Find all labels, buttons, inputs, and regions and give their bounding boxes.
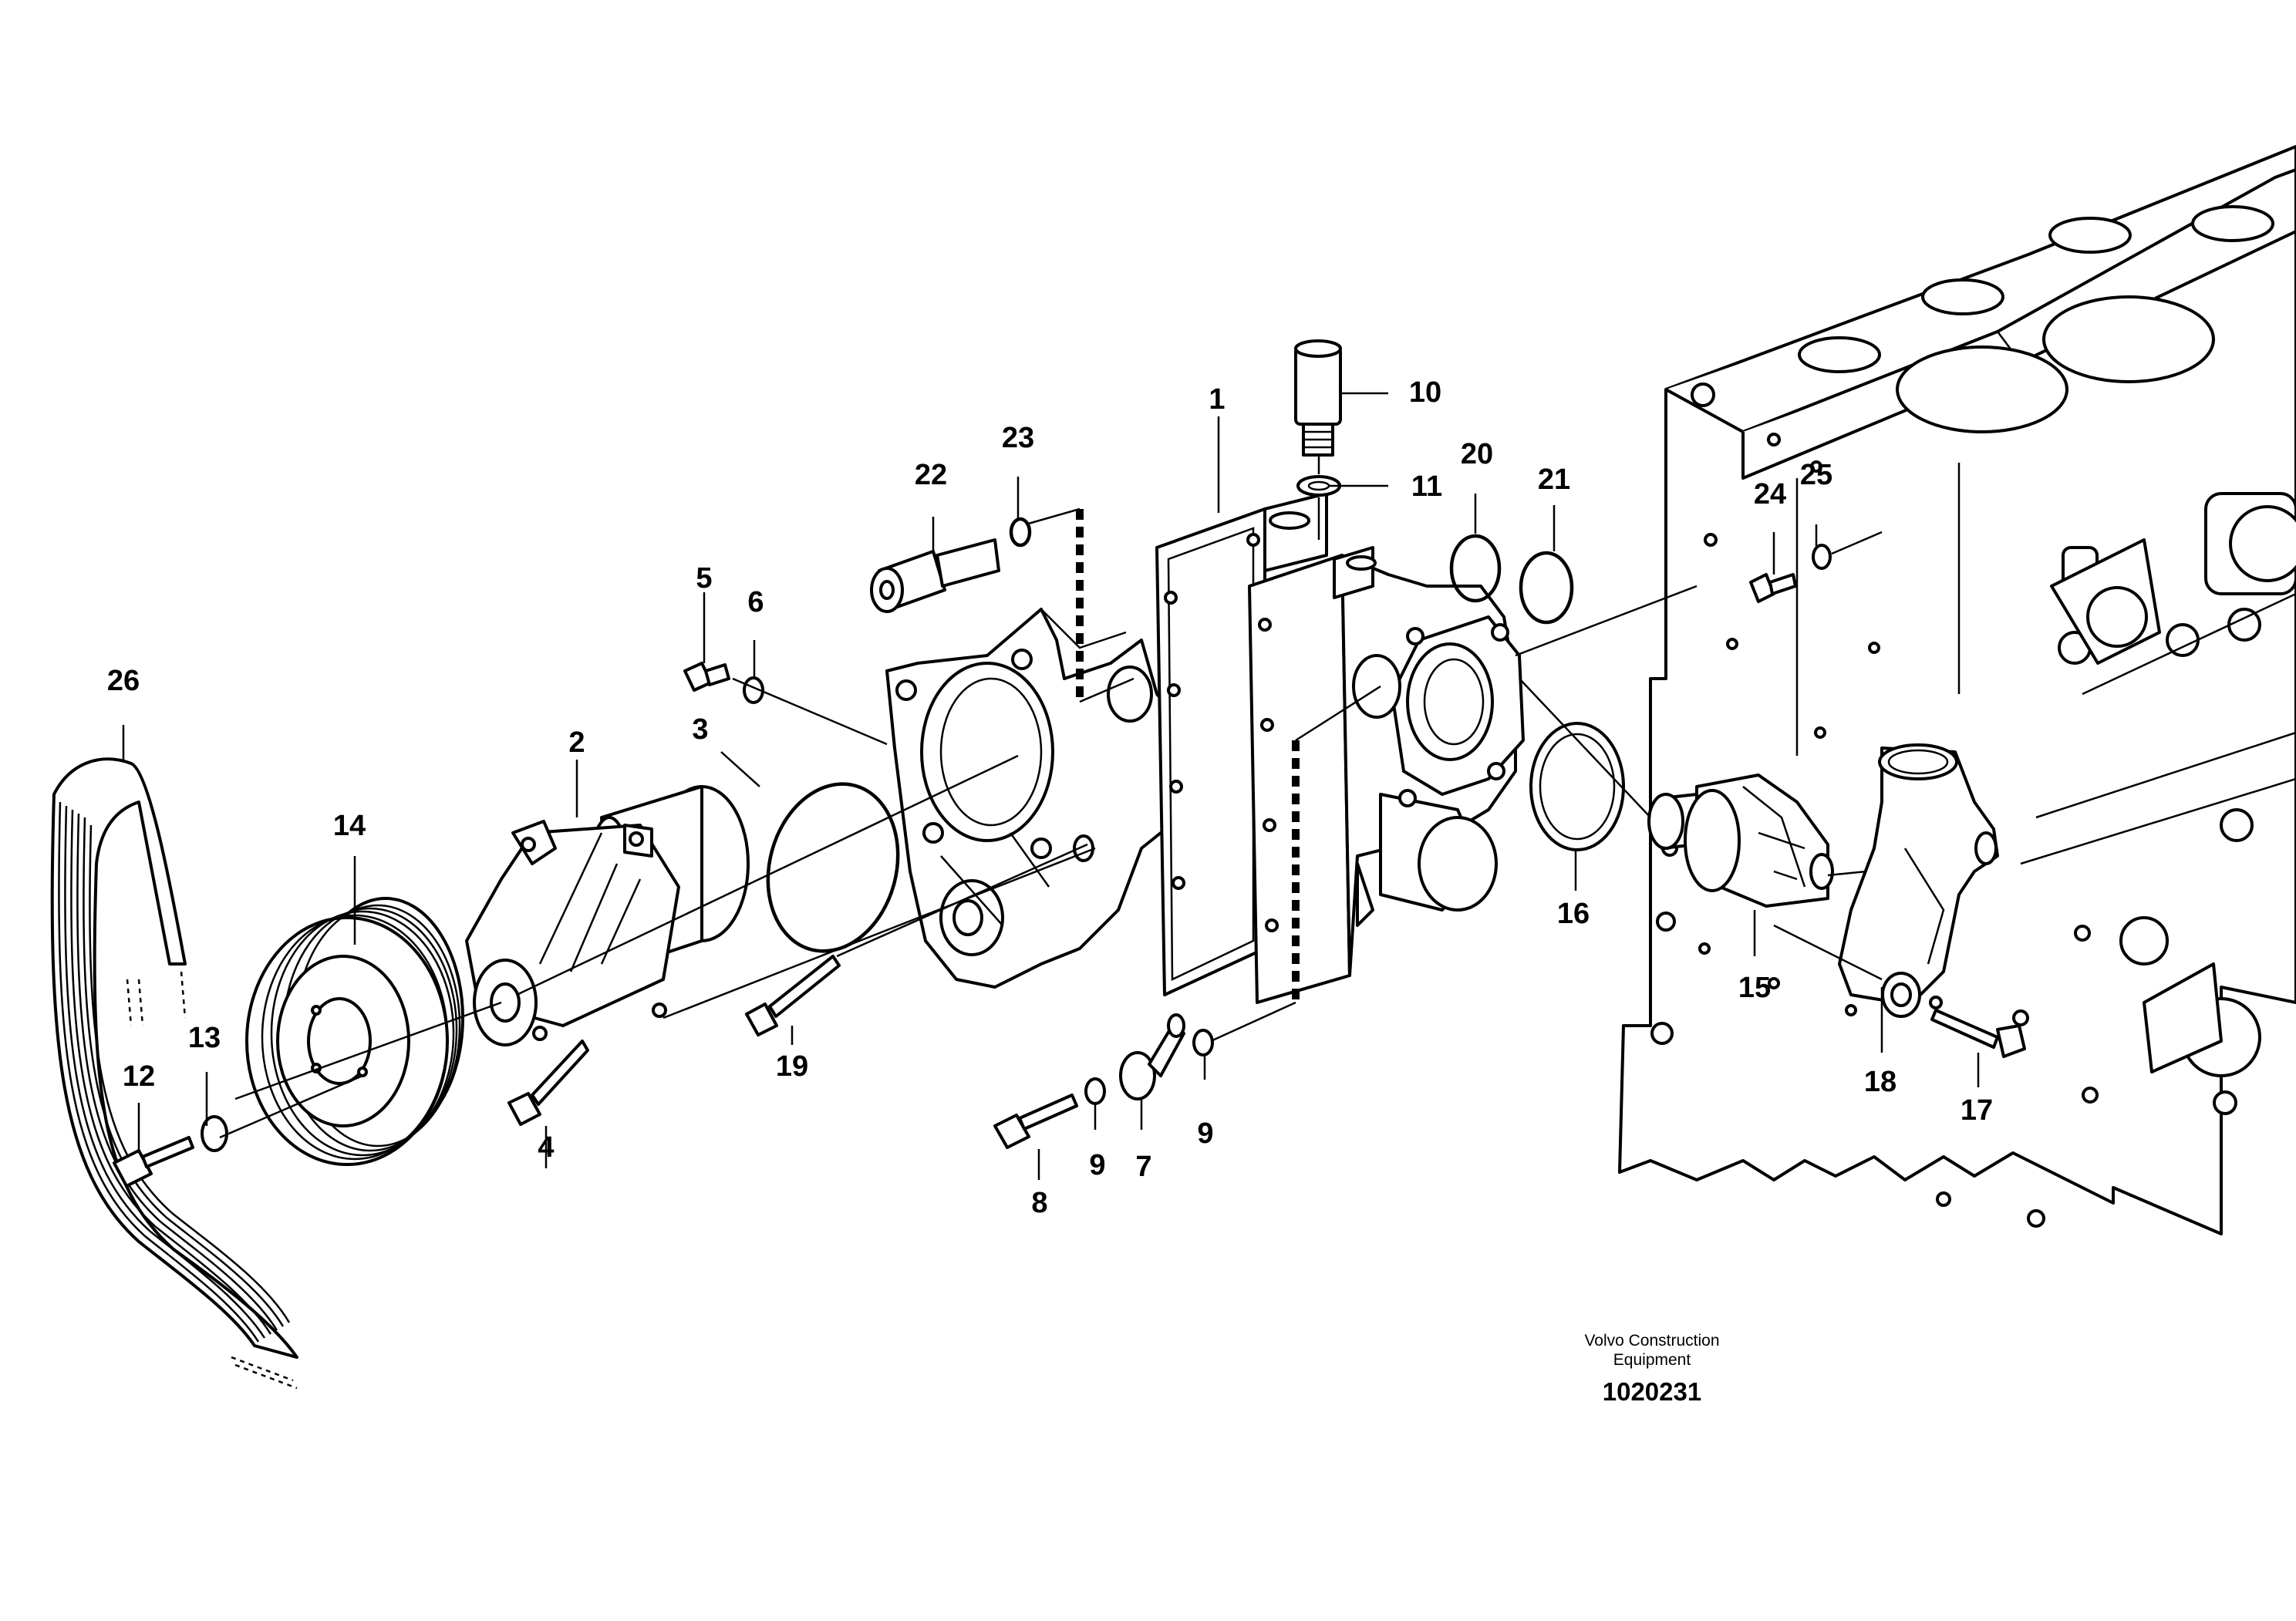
callout-2: 2 bbox=[568, 726, 585, 759]
callout-26: 26 bbox=[107, 665, 140, 697]
bolt-19 bbox=[745, 955, 841, 1036]
washer-9b bbox=[1192, 1029, 1214, 1057]
callout-16: 16 bbox=[1557, 898, 1590, 930]
callout-25: 25 bbox=[1800, 459, 1832, 491]
plug-10 bbox=[1294, 339, 1342, 457]
outlet-elbow bbox=[1838, 743, 1999, 1018]
assembly-guide-lines bbox=[219, 455, 1883, 1139]
callout-10: 10 bbox=[1409, 376, 1441, 409]
callout-23: 23 bbox=[1002, 422, 1034, 454]
bolt-8 bbox=[993, 1094, 1078, 1149]
callout-18: 18 bbox=[1864, 1066, 1896, 1098]
callout-5: 5 bbox=[696, 562, 712, 595]
callout-21: 21 bbox=[1538, 463, 1570, 496]
callout-4: 4 bbox=[538, 1131, 554, 1164]
callout-20: 20 bbox=[1461, 438, 1493, 470]
callout-7: 7 bbox=[1135, 1151, 1151, 1183]
ring-21 bbox=[1519, 551, 1574, 625]
engine-block bbox=[1618, 145, 2296, 1235]
water-pump bbox=[465, 785, 750, 1046]
callout-labels: 1 2 3 4 5 6 7 8 9 9 10 11 12 13 14 15 16… bbox=[107, 376, 1993, 1219]
callout-3: 3 bbox=[692, 713, 708, 746]
pump-housing bbox=[885, 608, 1189, 989]
bolt-5 bbox=[683, 662, 730, 692]
ring-20 bbox=[1449, 534, 1502, 603]
washer-9a bbox=[1084, 1077, 1106, 1105]
callout-24: 24 bbox=[1754, 478, 1786, 511]
callout-9b: 9 bbox=[1197, 1117, 1213, 1150]
thermostat-housing bbox=[1248, 546, 1525, 1004]
credit-line-1: Volvo Construction bbox=[1584, 1332, 1719, 1350]
bolt-17 bbox=[1930, 1009, 2026, 1058]
pulley bbox=[245, 897, 464, 1166]
credit-block: Volvo Construction Equipment 1020231 bbox=[1584, 1332, 1719, 1406]
callout-11: 11 bbox=[1411, 470, 1442, 503]
bolt-24 bbox=[1749, 573, 1797, 603]
washer-25 bbox=[1812, 544, 1832, 570]
callout-19: 19 bbox=[776, 1050, 808, 1083]
union-fitting-22 bbox=[870, 538, 1000, 613]
bolt-4 bbox=[507, 1040, 589, 1126]
callout-6: 6 bbox=[747, 586, 764, 618]
leader-lines bbox=[122, 392, 1980, 1180]
document-number: 1020231 bbox=[1603, 1377, 1701, 1406]
thermostat bbox=[1647, 773, 1834, 908]
seal-ring-16 bbox=[1529, 722, 1625, 851]
callout-15: 15 bbox=[1738, 972, 1771, 1004]
bolt-12 bbox=[113, 1136, 194, 1188]
callout-1: 1 bbox=[1209, 383, 1225, 416]
poly-v-belt bbox=[50, 757, 298, 1390]
callout-17: 17 bbox=[1961, 1094, 1993, 1127]
callout-12: 12 bbox=[123, 1060, 155, 1093]
banjo-fitting-7 bbox=[1119, 1013, 1185, 1100]
callout-22: 22 bbox=[915, 459, 947, 491]
callout-8: 8 bbox=[1031, 1187, 1047, 1219]
callout-13: 13 bbox=[188, 1022, 221, 1054]
callout-9a: 9 bbox=[1089, 1149, 1105, 1181]
o-ring-3 bbox=[766, 782, 900, 953]
o-ring-23 bbox=[1009, 517, 1032, 548]
credit-line-2: Equipment bbox=[1613, 1351, 1691, 1369]
callout-14: 14 bbox=[333, 810, 366, 842]
